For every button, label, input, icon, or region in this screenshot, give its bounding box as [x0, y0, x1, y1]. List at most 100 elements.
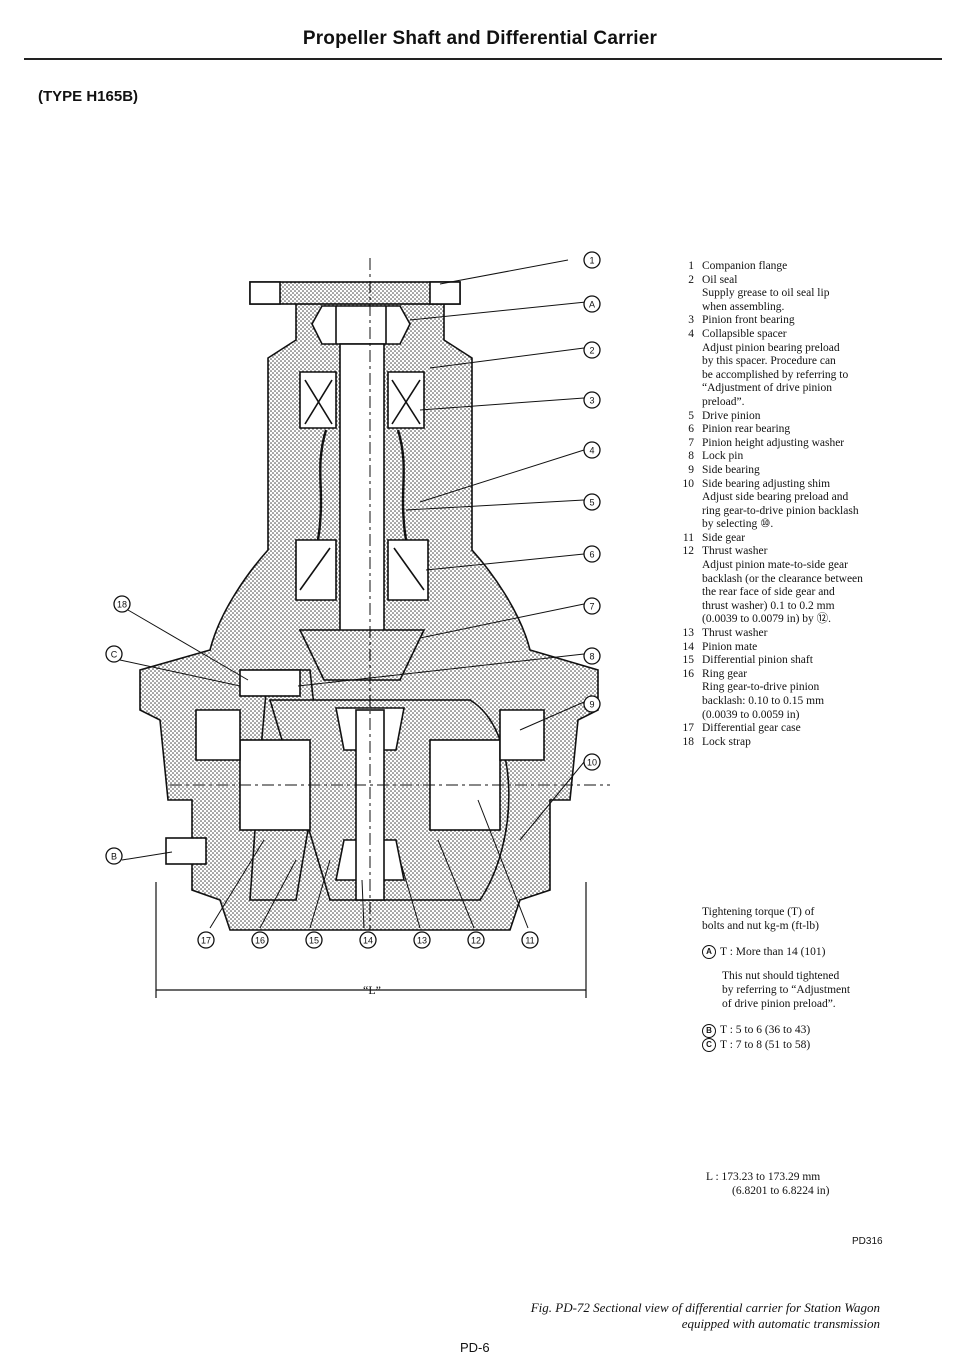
side-gear-left [239, 739, 311, 831]
legend-item: 10 Side bearing adjusting shim [678, 478, 918, 492]
callout-label: 5 [589, 498, 594, 508]
legend-text: Drive pinion [702, 409, 761, 422]
page-header: Propeller Shaft and Differential Carrier [302, 28, 658, 49]
legend-number: 12 [682, 545, 695, 558]
legend-number: 14 [682, 640, 695, 653]
pinion-front-bearing [299, 371, 425, 429]
callout-label: 1 [589, 256, 594, 266]
l-dimension-spec: L : 173.23 to 173.29 mm (6.8201 to 6.822… [706, 1170, 829, 1198]
callout-left-2: B [105, 847, 123, 865]
legend-number: 17 [682, 722, 695, 735]
legend-subtext: be accomplished by referring to [702, 368, 849, 381]
symbol-a-icon: A [702, 945, 716, 960]
legend-subtext: ring gear-to-drive pinion backlash [702, 504, 859, 517]
callout-label: A [589, 300, 595, 310]
legend-text: Pinion height adjusting washer [702, 436, 845, 449]
legend-number: 11 [682, 531, 694, 544]
legend-text: Pinion rear bearing [702, 423, 791, 436]
callout-label: 7 [589, 602, 594, 612]
figure-code: PD316 [852, 1236, 883, 1247]
legend-item: 8 Lock pin [678, 450, 918, 464]
callout-label: 6 [589, 550, 594, 560]
callout-label: 16 [255, 936, 265, 946]
torque-heading-1: Tightening torque (T) of [702, 906, 815, 918]
callout-bottom-4: 13 [413, 931, 431, 949]
callout-bottom-6: 11 [521, 931, 539, 949]
companion-flange [249, 281, 461, 305]
callout-left-0: 18 [113, 595, 131, 613]
pinion-rear-bearing [295, 539, 429, 601]
legend-subtext: when assembling. [702, 300, 785, 313]
legend-item: 7 Pinion height adjusting washer [678, 437, 918, 451]
dimension-label: “L” [363, 983, 381, 997]
legend-text: Differential pinion shaft [702, 654, 813, 667]
callout-bottom-0: 17 [197, 931, 215, 949]
collapsible-spacer [316, 429, 408, 541]
callout-label: 4 [589, 446, 594, 456]
callout-label: 13 [417, 936, 427, 946]
callout-label: 11 [525, 936, 534, 946]
legend-subtext: the rear face of side gear and [702, 586, 835, 599]
legend-subtext: Adjust pinion bearing preload [702, 341, 840, 354]
callout-label: B [111, 852, 117, 862]
callout-right-9: 9 [583, 695, 601, 713]
legend-subtext: “Adjustment of drive pinion [702, 382, 832, 395]
callout-label: 2 [589, 346, 594, 356]
callout-label: C [111, 650, 118, 660]
legend-item: 12 Thrust washer [678, 545, 918, 559]
legend-number: 16 [682, 667, 695, 680]
caption-line-2: equipped with automatic transmission [681, 1316, 880, 1331]
callout-bottom-3: 14 [359, 931, 377, 949]
legend-number: 7 [688, 436, 694, 449]
callout-right-10: 10 [583, 753, 601, 771]
legend-item: 4 Collapsible spacer [678, 328, 918, 342]
callout-right-5: 5 [583, 493, 601, 511]
side-bearing-right [499, 709, 545, 761]
legend-subtext: backlash: 0.10 to 0.15 mm [702, 695, 825, 707]
legend-text: Thrust washer [702, 627, 768, 640]
l-spec-line-1: L : 173.23 to 173.29 mm [706, 1171, 821, 1183]
torque-heading-2: bolts and nut kg-m (ft-lb) [702, 920, 819, 932]
legend-number: 8 [688, 450, 694, 463]
callout-right-0: 1 [583, 251, 601, 269]
torque-spec: Tightening torque (T) of bolts and nut k… [702, 905, 932, 1053]
callout-bottom-5: 12 [467, 931, 485, 949]
header-rule [24, 58, 942, 60]
legend-text: Side bearing adjusting shim [702, 477, 831, 490]
legend-text: Side bearing [702, 463, 760, 476]
legend-subtext: by selecting ⑩. [702, 518, 774, 531]
caption-line-1: Fig. PD-72 Sectional view of differentia… [530, 1300, 880, 1315]
legend-item: 14 Pinion mate [678, 641, 918, 655]
legend-text: Collapsible spacer [702, 327, 787, 340]
legend-subtext: preload”. [702, 395, 745, 408]
legend-text: Differential gear case [702, 722, 801, 735]
callout-right-6: 6 [583, 545, 601, 563]
legend-number: 10 [682, 477, 695, 490]
legend-subtext: by this spacer. Procedure can [702, 355, 836, 368]
callout-label: 10 [587, 758, 597, 768]
legend-text: Pinion mate [702, 640, 758, 653]
legend-text: Thrust washer [702, 545, 768, 558]
legend-number: 4 [688, 327, 694, 340]
torque-note-line: of drive pinion preload”. [722, 998, 836, 1011]
torque-c-text: T : 7 to 8 (51 to 58) [720, 1038, 811, 1051]
legend-subtext: (0.0039 to 0.0079 in) by ⑫. [702, 613, 832, 626]
side-bearing-left [195, 709, 241, 761]
callout-label: 3 [589, 396, 594, 406]
legend-text: Lock pin [702, 450, 744, 463]
legend-number: 1 [688, 260, 694, 272]
legend-number: 2 [688, 273, 694, 286]
legend-number: 18 [682, 735, 695, 748]
torque-b-text: T : 5 to 6 (36 to 43) [720, 1024, 811, 1037]
lock-pin [239, 669, 301, 697]
